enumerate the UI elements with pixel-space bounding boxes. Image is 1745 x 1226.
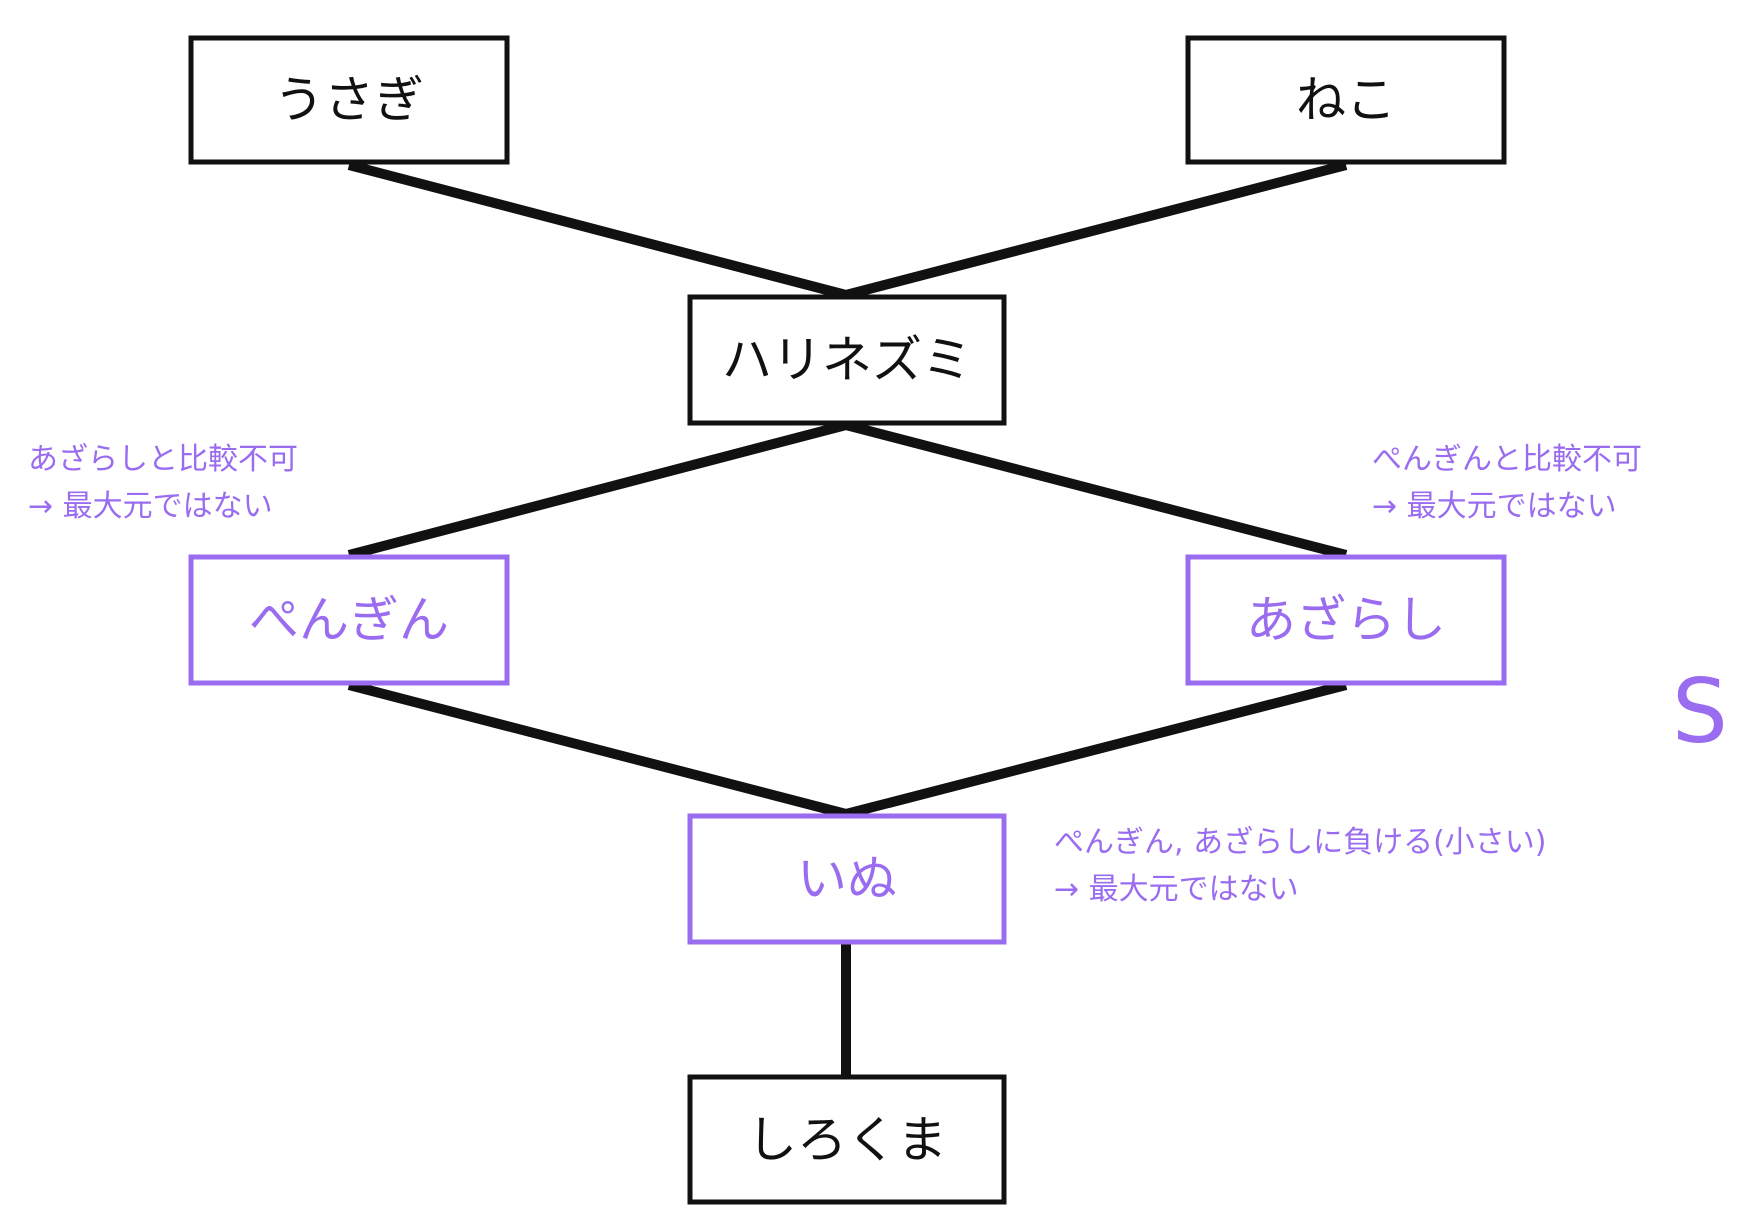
note-right: ぺんぎんと比較不可 → 最大元ではない [1372, 442, 1642, 524]
edge-harinezumi-pengin [347, 420, 848, 560]
node-label: あざらし [1246, 591, 1446, 649]
node-inu: いぬ [687, 813, 1007, 945]
edges [347, 160, 1348, 1075]
set-label: S [1672, 660, 1728, 763]
node-label: ハリネズミ [722, 331, 972, 389]
node-label: ねこ [1296, 71, 1396, 129]
node-label: ぺんぎん [249, 591, 449, 649]
node-harinezumi: ハリネズミ [687, 294, 1007, 426]
node-usagi: うさぎ [188, 35, 510, 165]
note-left: あざらしと比較不可 → 最大元ではない [28, 442, 298, 524]
note-inu-line1: ぺんぎん, あざらしに負ける(小さい) [1054, 825, 1546, 860]
note-inu-line2: → 最大元ではない [1054, 872, 1299, 907]
note-right-line2: → 最大元ではない [1372, 489, 1617, 524]
node-pengin: ぺんぎん [188, 554, 510, 686]
node-label: うさぎ [274, 71, 424, 129]
node-shirokuma: しろくま [687, 1074, 1007, 1205]
edge-pengin-inu [347, 680, 848, 819]
edge-azarashi-inu [844, 680, 1348, 819]
node-azarashi: あざらし [1185, 554, 1507, 686]
note-left-line2: → 最大元ではない [28, 489, 273, 524]
edge-usagi-harinezumi [347, 160, 848, 300]
node-neko: ねこ [1185, 35, 1507, 165]
node-label: しろくま [747, 1111, 947, 1169]
edge-neko-harinezumi [844, 160, 1348, 300]
node-label: いぬ [797, 850, 897, 908]
edge-harinezumi-azarashi [844, 420, 1348, 560]
note-right-line1: ぺんぎんと比較不可 [1372, 442, 1642, 477]
note-inu: ぺんぎん, あざらしに負ける(小さい) → 最大元ではない [1054, 825, 1546, 907]
note-left-line1: あざらしと比較不可 [28, 442, 298, 477]
